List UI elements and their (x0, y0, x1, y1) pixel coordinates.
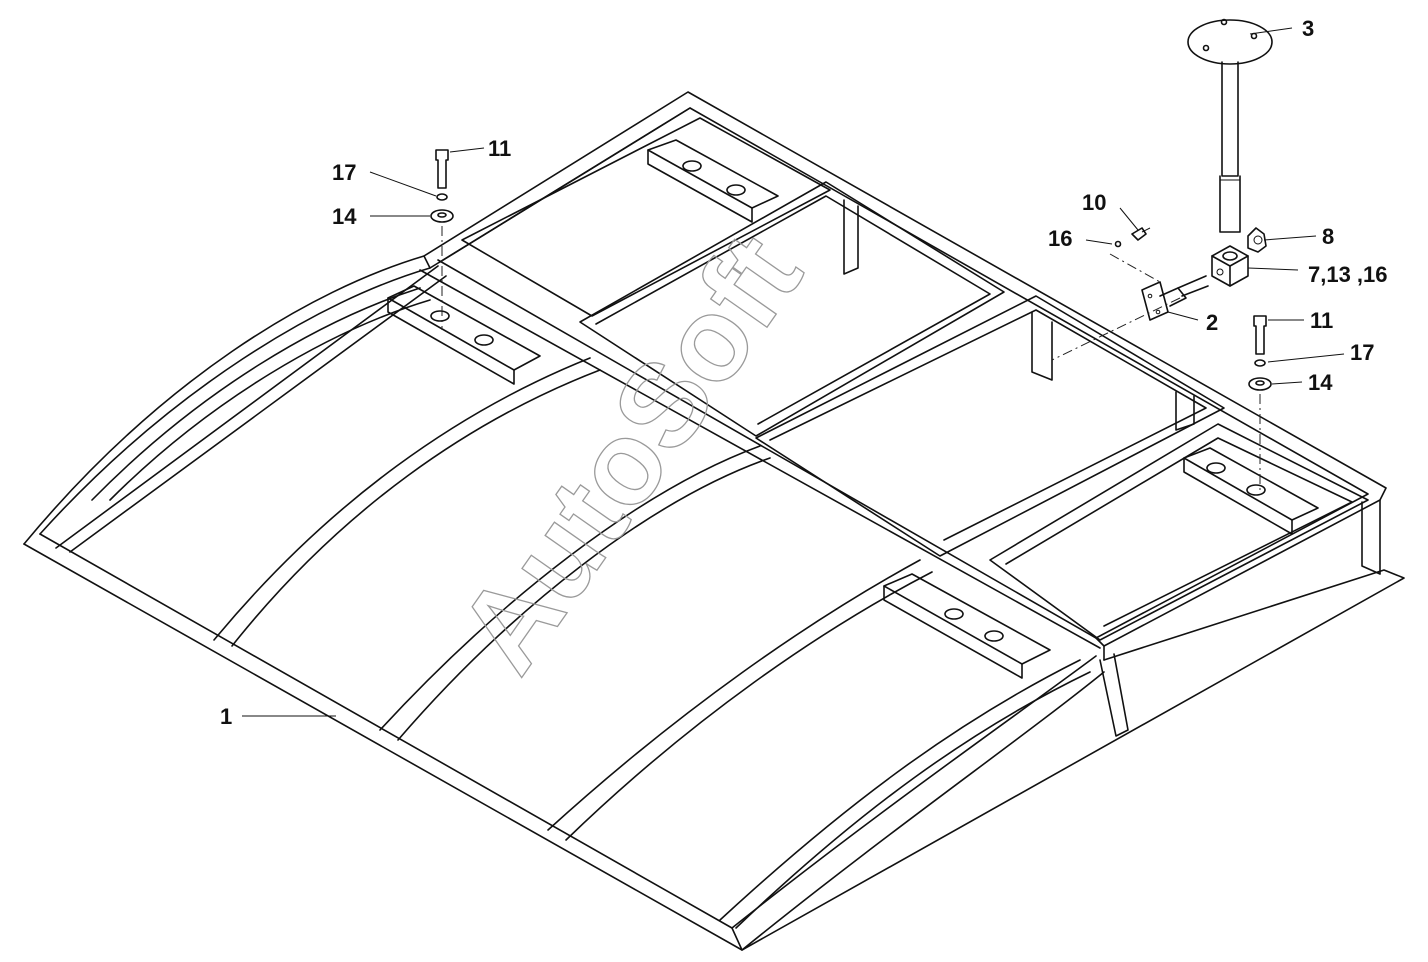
flat-washer-left (430, 209, 454, 223)
right-fastener-stack (1248, 315, 1272, 490)
callout-1: 1 (220, 704, 232, 729)
mount-disk (1187, 19, 1273, 65)
callout-labels: 1 3 8 7,13 ,16 2 10 16 11 17 14 11 17 14 (220, 16, 1388, 729)
mast-disk-assembly (1187, 18, 1273, 233)
callout-2: 2 (1206, 310, 1218, 335)
frame-assembly (23, 91, 1405, 951)
clamp-assembly (1051, 227, 1267, 361)
bolt-left (435, 149, 449, 189)
callout-11-right: 11 (1310, 308, 1333, 333)
left-fastener-stack (430, 149, 454, 330)
watermark-text: AutoSoft (433, 211, 827, 695)
callout-11-left: 11 (488, 136, 511, 161)
lock-washer-right (1254, 359, 1266, 367)
mount-bracket (1141, 281, 1169, 321)
lock-washer-left (436, 193, 448, 201)
knob (1247, 227, 1267, 253)
callout-3: 3 (1302, 16, 1314, 41)
small-bolt (1131, 227, 1147, 241)
callout-8: 8 (1322, 224, 1334, 249)
callout-16: 16 (1048, 226, 1072, 251)
callout-17-left: 17 (332, 160, 356, 185)
callout-7-13-16: 7,13 ,16 (1308, 262, 1388, 287)
callout-14-right: 14 (1308, 370, 1333, 395)
clamp-block (1211, 245, 1249, 287)
callout-17-right: 17 (1350, 340, 1374, 365)
leader-lines (242, 27, 1345, 717)
callout-14-left: 14 (332, 204, 357, 229)
small-washer (1114, 240, 1122, 248)
callout-10: 10 (1082, 190, 1106, 215)
flat-washer-right (1248, 377, 1272, 391)
bolt-right (1253, 315, 1267, 355)
